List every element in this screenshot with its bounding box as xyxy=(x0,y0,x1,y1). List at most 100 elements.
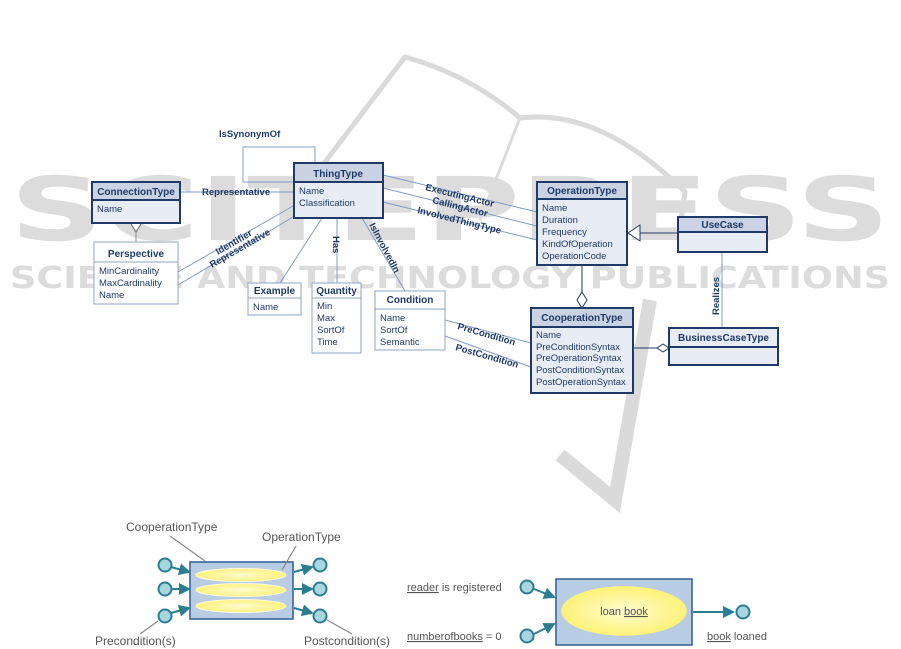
class-attr: Name xyxy=(536,330,561,341)
class-attr: PostOperationSyntax xyxy=(536,377,626,388)
book-word: book xyxy=(624,606,648,618)
preconditions-caption: Precondition(s) xyxy=(95,634,176,648)
has-label: Has xyxy=(330,236,341,253)
aggregation-diamond-icon xyxy=(656,343,670,353)
class-attr: Max xyxy=(317,313,335,324)
class-example[interactable]: Example Name xyxy=(247,282,302,316)
class-title: ThingType xyxy=(313,169,363,180)
postcondition-port-icon xyxy=(735,604,751,620)
loan-book-label: loan book xyxy=(600,606,648,618)
loaned-text: loaned xyxy=(731,631,767,643)
postcondition-port-icon xyxy=(312,581,328,597)
is-synonym-of-label: IsSynonymOf xyxy=(219,129,281,140)
class-title: CooperationType xyxy=(541,313,623,324)
pre-flow-arrow xyxy=(533,623,556,635)
class-attr: PreConditionSyntax xyxy=(536,342,620,353)
postcondition-port-icon xyxy=(312,608,328,624)
example-line xyxy=(279,217,323,284)
operation-ellipse xyxy=(195,568,287,582)
class-title: Perspective xyxy=(108,249,165,260)
reader-word: reader xyxy=(407,582,439,594)
is-registered-text: is registered xyxy=(439,582,502,594)
class-title: Condition xyxy=(387,295,434,306)
executing-actor-line xyxy=(382,174,538,213)
equals-zero-text: = 0 xyxy=(483,631,502,643)
representative-label: Representative xyxy=(202,187,270,198)
class-connection-type[interactable]: ConnectionType Name xyxy=(91,181,181,224)
watermark-v-mark xyxy=(555,298,657,513)
class-operation-type[interactable]: OperationType Name Duration Frequency Ki… xyxy=(536,181,628,266)
class-attr: Frequency xyxy=(542,227,587,238)
generalization-arrow-icon xyxy=(627,224,641,242)
precondition-number-of-books: numberofbooks = 0 xyxy=(407,631,501,643)
is-synonym-of-line xyxy=(242,146,316,183)
precondition-port-icon xyxy=(519,628,535,644)
cooperation-type-caption: CooperationType xyxy=(126,520,218,534)
class-title: Quantity xyxy=(316,286,357,297)
pre-flow-arrow xyxy=(170,563,191,576)
precondition-port-icon xyxy=(519,579,535,595)
postcondition-port-icon xyxy=(312,557,328,573)
postcondition-book-loaned: book loaned xyxy=(707,631,767,643)
class-quantity[interactable]: Quantity Min Max SortOf Time xyxy=(311,282,362,354)
class-title: OperationType xyxy=(547,186,617,197)
pointer-line xyxy=(281,545,297,571)
class-attr: MinCardinality xyxy=(99,266,159,277)
class-attr: KindOfOperation xyxy=(542,239,613,250)
is-involved-in-line xyxy=(361,217,406,292)
class-title: Example xyxy=(254,286,296,297)
class-attr: Name xyxy=(299,186,324,197)
realizes-label: Realizes xyxy=(711,277,722,315)
class-attr: Min xyxy=(317,301,332,312)
example-figure: loan book reader is registered numberofb… xyxy=(407,578,767,646)
class-attr: Name xyxy=(380,313,405,324)
identifier-line xyxy=(177,201,301,273)
pointer-line xyxy=(326,619,353,635)
class-title: BusinessCaseType xyxy=(678,333,769,344)
book-word: book xyxy=(707,631,731,643)
pointer-line xyxy=(139,620,159,635)
class-title: ConnectionType xyxy=(97,187,175,198)
pre-flow-arrow xyxy=(170,604,191,617)
pre-condition-line xyxy=(444,319,532,344)
pre-flow-arrow xyxy=(533,587,556,599)
operation-ellipse xyxy=(195,583,287,597)
class-attr: SortOf xyxy=(317,325,345,336)
class-attr: Classification xyxy=(299,198,355,209)
class-attr: Name xyxy=(99,290,124,301)
representative-diag-line xyxy=(177,209,306,286)
post-condition-line xyxy=(444,335,532,368)
class-attr: Name xyxy=(542,203,567,214)
class-use-case[interactable]: UseCase xyxy=(677,216,768,253)
class-attr: Duration xyxy=(542,215,578,226)
class-attr: OperationCode xyxy=(542,251,606,262)
class-title: UseCase xyxy=(701,220,744,231)
watermark-book-spine xyxy=(478,117,522,221)
loan-word: loan xyxy=(600,606,624,618)
postconditions-caption: Postcondition(s) xyxy=(304,634,390,648)
loan-book-ellipse xyxy=(561,586,687,636)
numberofbooks-word: numberofbooks xyxy=(407,631,483,643)
class-attr: PostConditionSyntax xyxy=(536,365,624,376)
precondition-port-icon xyxy=(157,608,173,624)
calling-actor-line xyxy=(382,187,538,227)
class-attr: Semantic xyxy=(380,337,420,348)
precondition-port-icon xyxy=(157,581,173,597)
class-business-case-type[interactable]: BusinessCaseType xyxy=(668,327,779,366)
class-attr: Name xyxy=(253,302,278,313)
class-attr: Time xyxy=(317,337,338,348)
class-attr: PreOperationSyntax xyxy=(536,353,622,364)
class-cooperation-type[interactable]: CooperationType Name PreConditionSyntax … xyxy=(530,307,634,394)
watermark-book-icon xyxy=(294,54,688,241)
class-condition[interactable]: Condition Name SortOf Semantic xyxy=(374,290,446,351)
precondition-port-icon xyxy=(157,557,173,573)
pointer-line xyxy=(169,535,206,562)
post-flow-arrow xyxy=(293,563,314,576)
post-flow-arrow xyxy=(293,604,314,617)
operation-ellipse xyxy=(195,599,287,613)
involved-thing-type-line xyxy=(382,201,538,241)
class-thing-type[interactable]: ThingType Name Classification xyxy=(293,162,384,219)
class-perspective[interactable]: Perspective MinCardinality MaxCardinalit… xyxy=(93,241,179,305)
precondition-reader-registered: reader is registered xyxy=(407,582,502,594)
